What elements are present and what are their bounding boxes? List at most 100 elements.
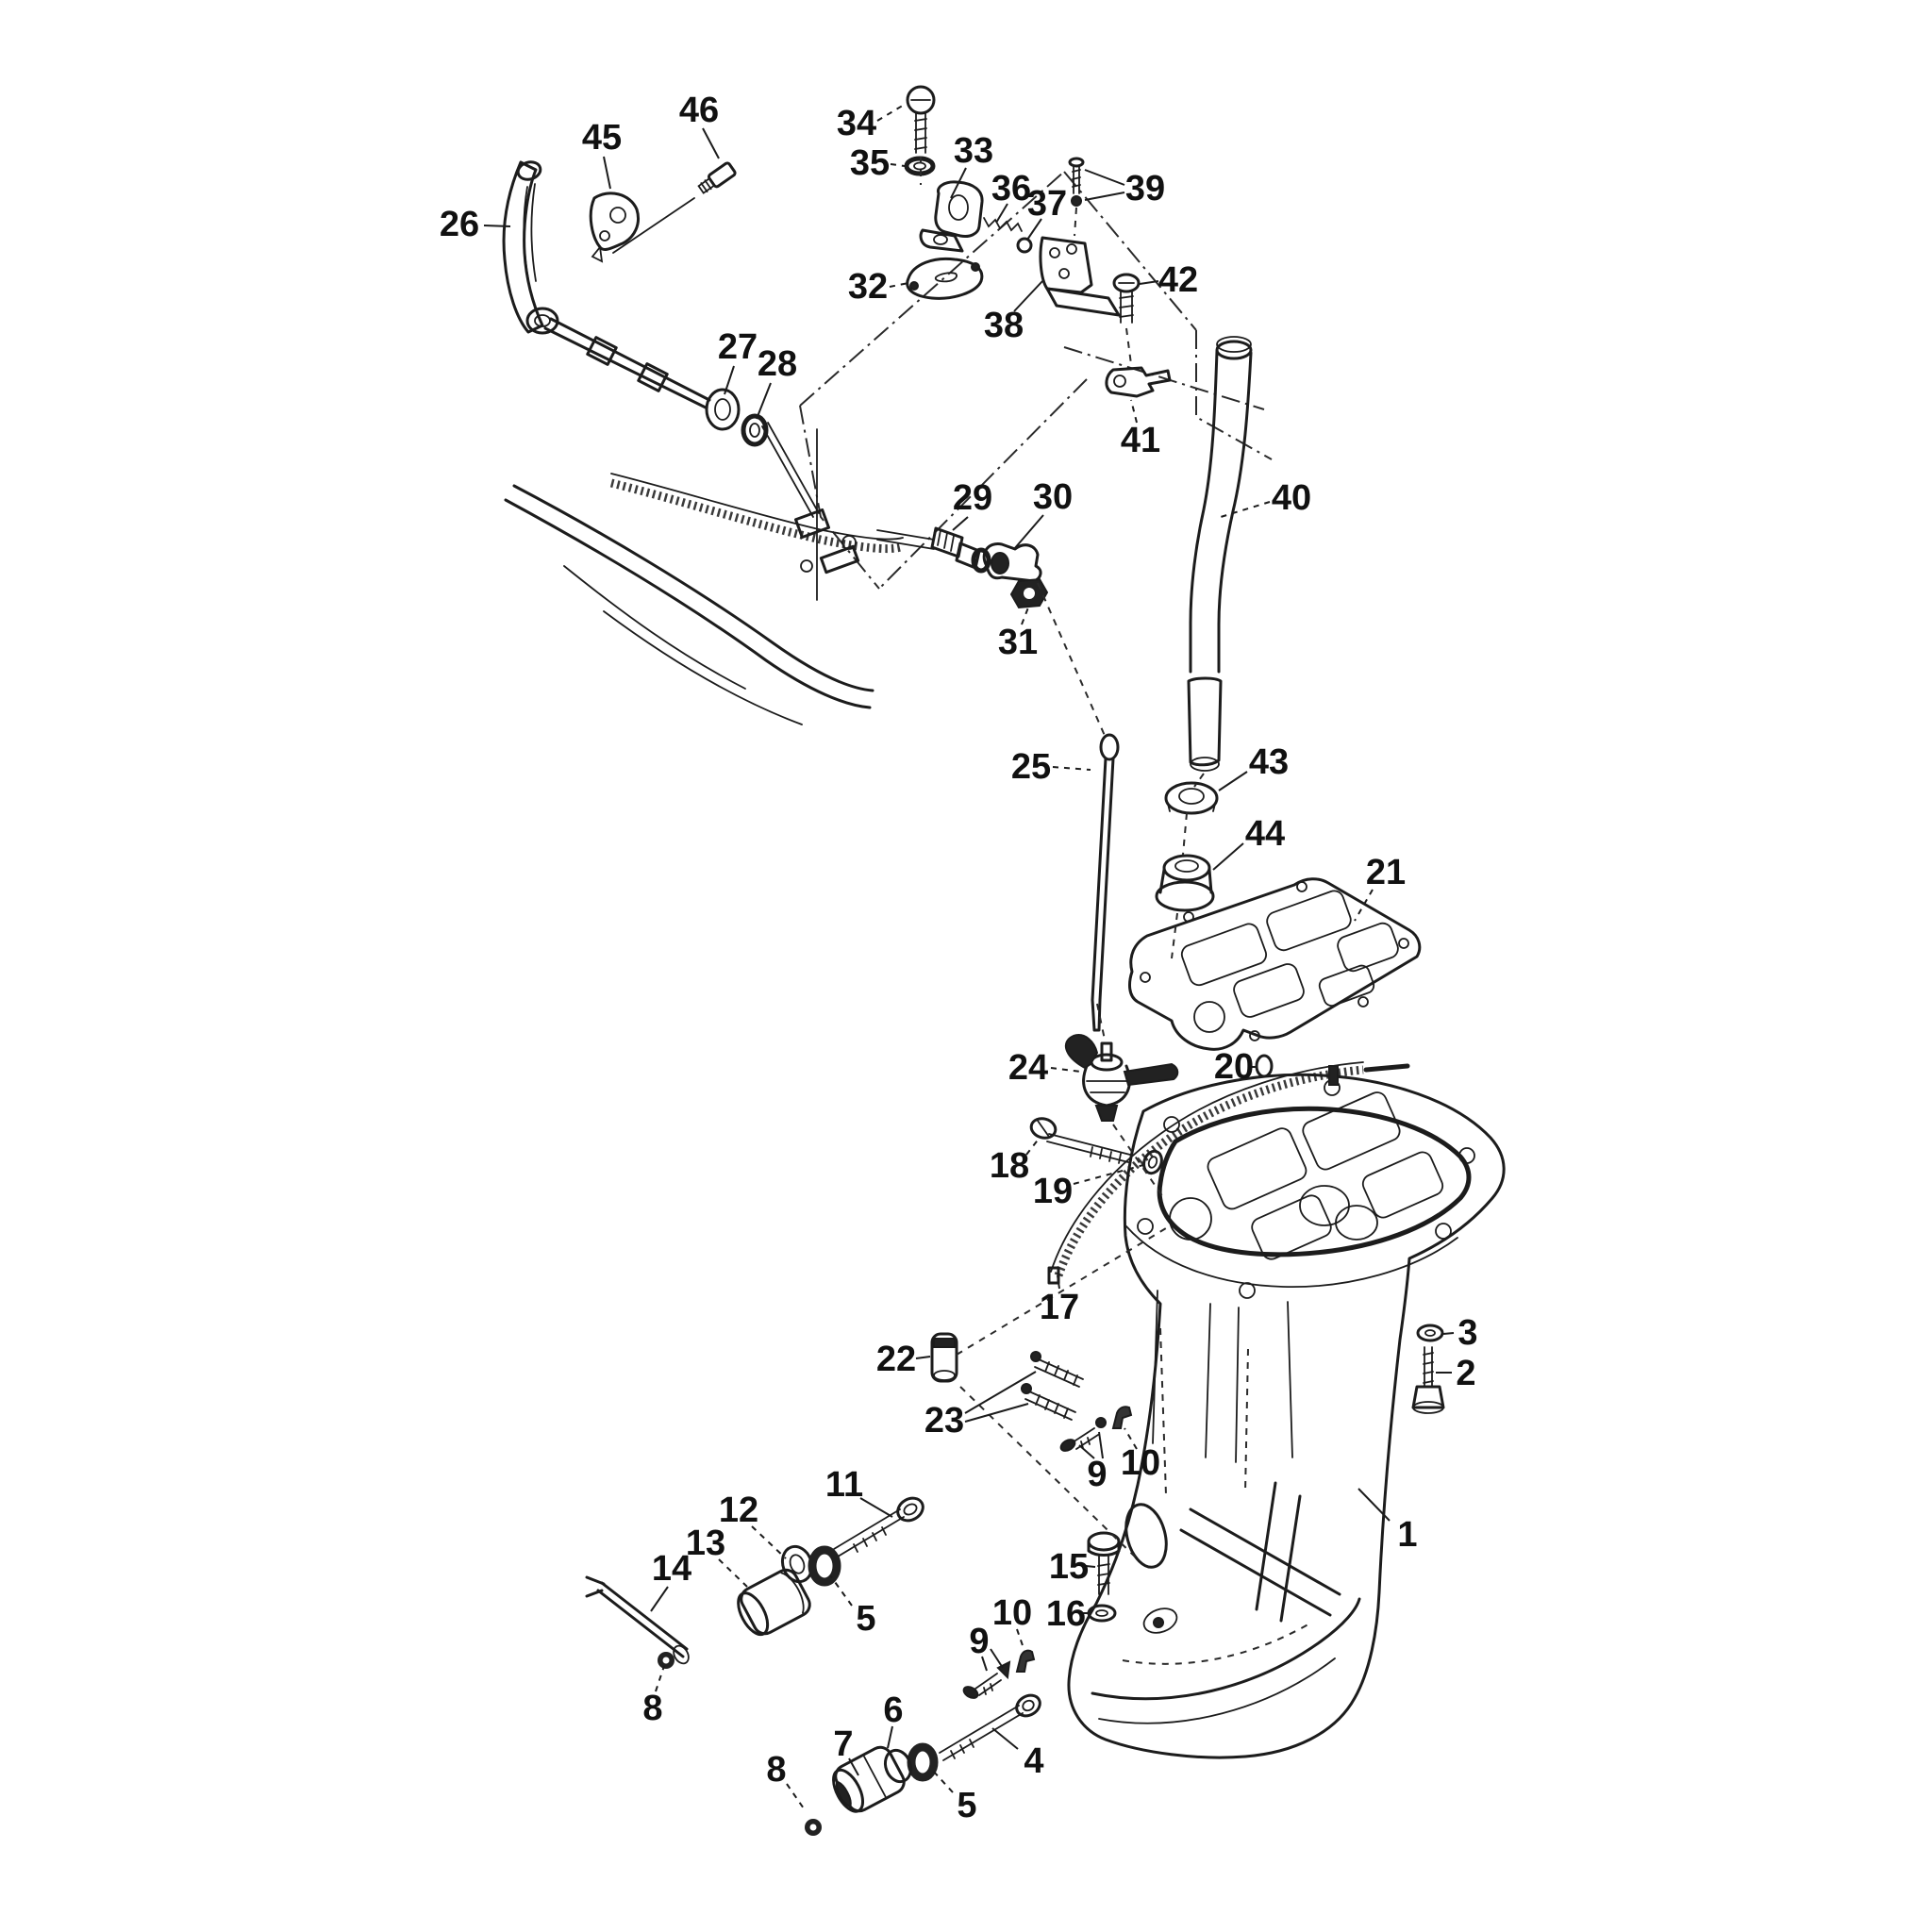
callout-28-15: 28 (756, 344, 797, 420)
callout-label-5: 5 (957, 1786, 976, 1825)
callout-label-46: 46 (679, 91, 719, 130)
nut-31 (1009, 577, 1049, 609)
callout-41-12: 41 (1121, 399, 1160, 460)
callout-8-40: 8 (642, 1665, 665, 1728)
callout-label-32: 32 (848, 267, 888, 307)
callout-label-34: 34 (837, 104, 876, 143)
callout-12-36: 12 (719, 1491, 787, 1559)
callout-1-30: 1 (1357, 1488, 1418, 1555)
bolt-46 (697, 161, 737, 194)
plate-32 (906, 257, 984, 300)
callout-40-13: 40 (1220, 478, 1311, 518)
clevis-30 (982, 542, 1042, 583)
callout-14-38: 14 (650, 1549, 691, 1612)
rod-25 (1091, 733, 1120, 1032)
callout-label-7: 7 (833, 1724, 853, 1764)
callout-label-30: 30 (1033, 477, 1073, 517)
powerhead-phantom-detail (504, 422, 935, 725)
screw-9-lower (962, 1660, 1011, 1699)
callout-10-43: 10 (992, 1593, 1032, 1652)
callout-25-19: 25 (1011, 747, 1091, 787)
callout-label-13: 13 (686, 1524, 725, 1563)
callout-label-23: 23 (924, 1401, 964, 1441)
callout-label-38: 38 (984, 306, 1024, 345)
bracket-38 (1039, 236, 1121, 317)
callout-23-32: 23 (924, 1371, 1037, 1441)
callout-9-44: 9 (969, 1622, 1004, 1672)
callout-5-48: 5 (931, 1769, 977, 1825)
callout-label-43: 43 (1249, 742, 1289, 782)
washer-28 (741, 413, 769, 447)
bolt-34 (906, 85, 936, 154)
callout-label-10: 10 (1121, 1443, 1160, 1483)
nut-8-upper (658, 1652, 675, 1669)
callout-label-21: 21 (1366, 853, 1406, 892)
oring-20 (1255, 1054, 1274, 1078)
callout-label-9: 9 (969, 1622, 989, 1661)
callout-label-11: 11 (825, 1465, 863, 1505)
washer-3 (1416, 1324, 1444, 1342)
spring-36 (983, 217, 1023, 232)
fitting-29 (930, 526, 991, 574)
callout-11-35: 11 (825, 1465, 893, 1518)
callout-label-22: 22 (876, 1340, 916, 1379)
bolt-11 (833, 1496, 924, 1557)
clip-10-lower (1015, 1649, 1036, 1673)
callout-10-34: 10 (1121, 1427, 1160, 1483)
callout-label-10: 10 (992, 1593, 1032, 1633)
callout-19-26: 19 (1033, 1164, 1144, 1211)
bolt-18 (1029, 1117, 1131, 1164)
callout-34-3: 34 (837, 103, 907, 143)
callout-label-31: 31 (998, 623, 1038, 662)
callout-45-1: 45 (582, 118, 622, 190)
callout-label-33: 33 (954, 131, 993, 171)
pin-22 (930, 1332, 958, 1383)
clamp-41 (1105, 366, 1172, 398)
ring-5-lower (907, 1742, 939, 1782)
callout-label-14: 14 (652, 1549, 691, 1589)
callout-24-23: 24 (1008, 1048, 1082, 1088)
callout-label-40: 40 (1272, 478, 1311, 518)
bushing-7 (832, 1745, 906, 1813)
screw-9-upper (1059, 1417, 1107, 1452)
callout-label-19: 19 (1033, 1172, 1073, 1211)
callout-label-27: 27 (718, 327, 758, 367)
callout-label-17: 17 (1040, 1288, 1079, 1327)
bolt-15 (1087, 1531, 1121, 1595)
callout-17-27: 17 (1040, 1274, 1079, 1327)
callout-4-45: 4 (991, 1727, 1044, 1781)
callout-44-21: 44 (1212, 814, 1285, 871)
callout-label-25: 25 (1011, 747, 1051, 787)
nut-8-lower (805, 1819, 822, 1836)
damper-13 (737, 1568, 811, 1637)
callout-35-4: 35 (850, 143, 906, 183)
bracket-45 (589, 192, 695, 263)
callout-label-29: 29 (953, 478, 992, 518)
callout-26-0: 26 (440, 205, 511, 244)
callout-8-49: 8 (766, 1750, 807, 1812)
pump-cup-24 (1064, 1034, 1179, 1122)
callout-37-7: 37 (1026, 184, 1067, 241)
washer-16 (1087, 1604, 1117, 1623)
phantom-outline (799, 171, 1273, 590)
callout-3-28: 3 (1442, 1313, 1478, 1353)
callout-33-5: 33 (950, 131, 993, 199)
callout-22-31: 22 (876, 1340, 931, 1379)
callout-9-33: 9 (1078, 1431, 1108, 1494)
callout-label-2: 2 (1456, 1354, 1475, 1393)
housing-1 (1067, 1065, 1506, 1759)
bolt-2 (1411, 1346, 1445, 1414)
callout-42-11: 42 (1139, 260, 1198, 300)
screws-39 (1068, 157, 1085, 207)
callout-2-29: 2 (1436, 1354, 1476, 1393)
assembly-lines (920, 157, 1205, 1559)
callout-label-6: 6 (883, 1690, 903, 1730)
callout-20-24: 20 (1214, 1047, 1256, 1087)
washer-27 (705, 388, 741, 431)
callout-label-18: 18 (990, 1146, 1029, 1186)
callout-label-26: 26 (440, 205, 479, 244)
callout-5-39: 5 (829, 1574, 876, 1639)
callout-label-5: 5 (856, 1599, 875, 1639)
callout-label-9: 9 (1087, 1455, 1107, 1494)
